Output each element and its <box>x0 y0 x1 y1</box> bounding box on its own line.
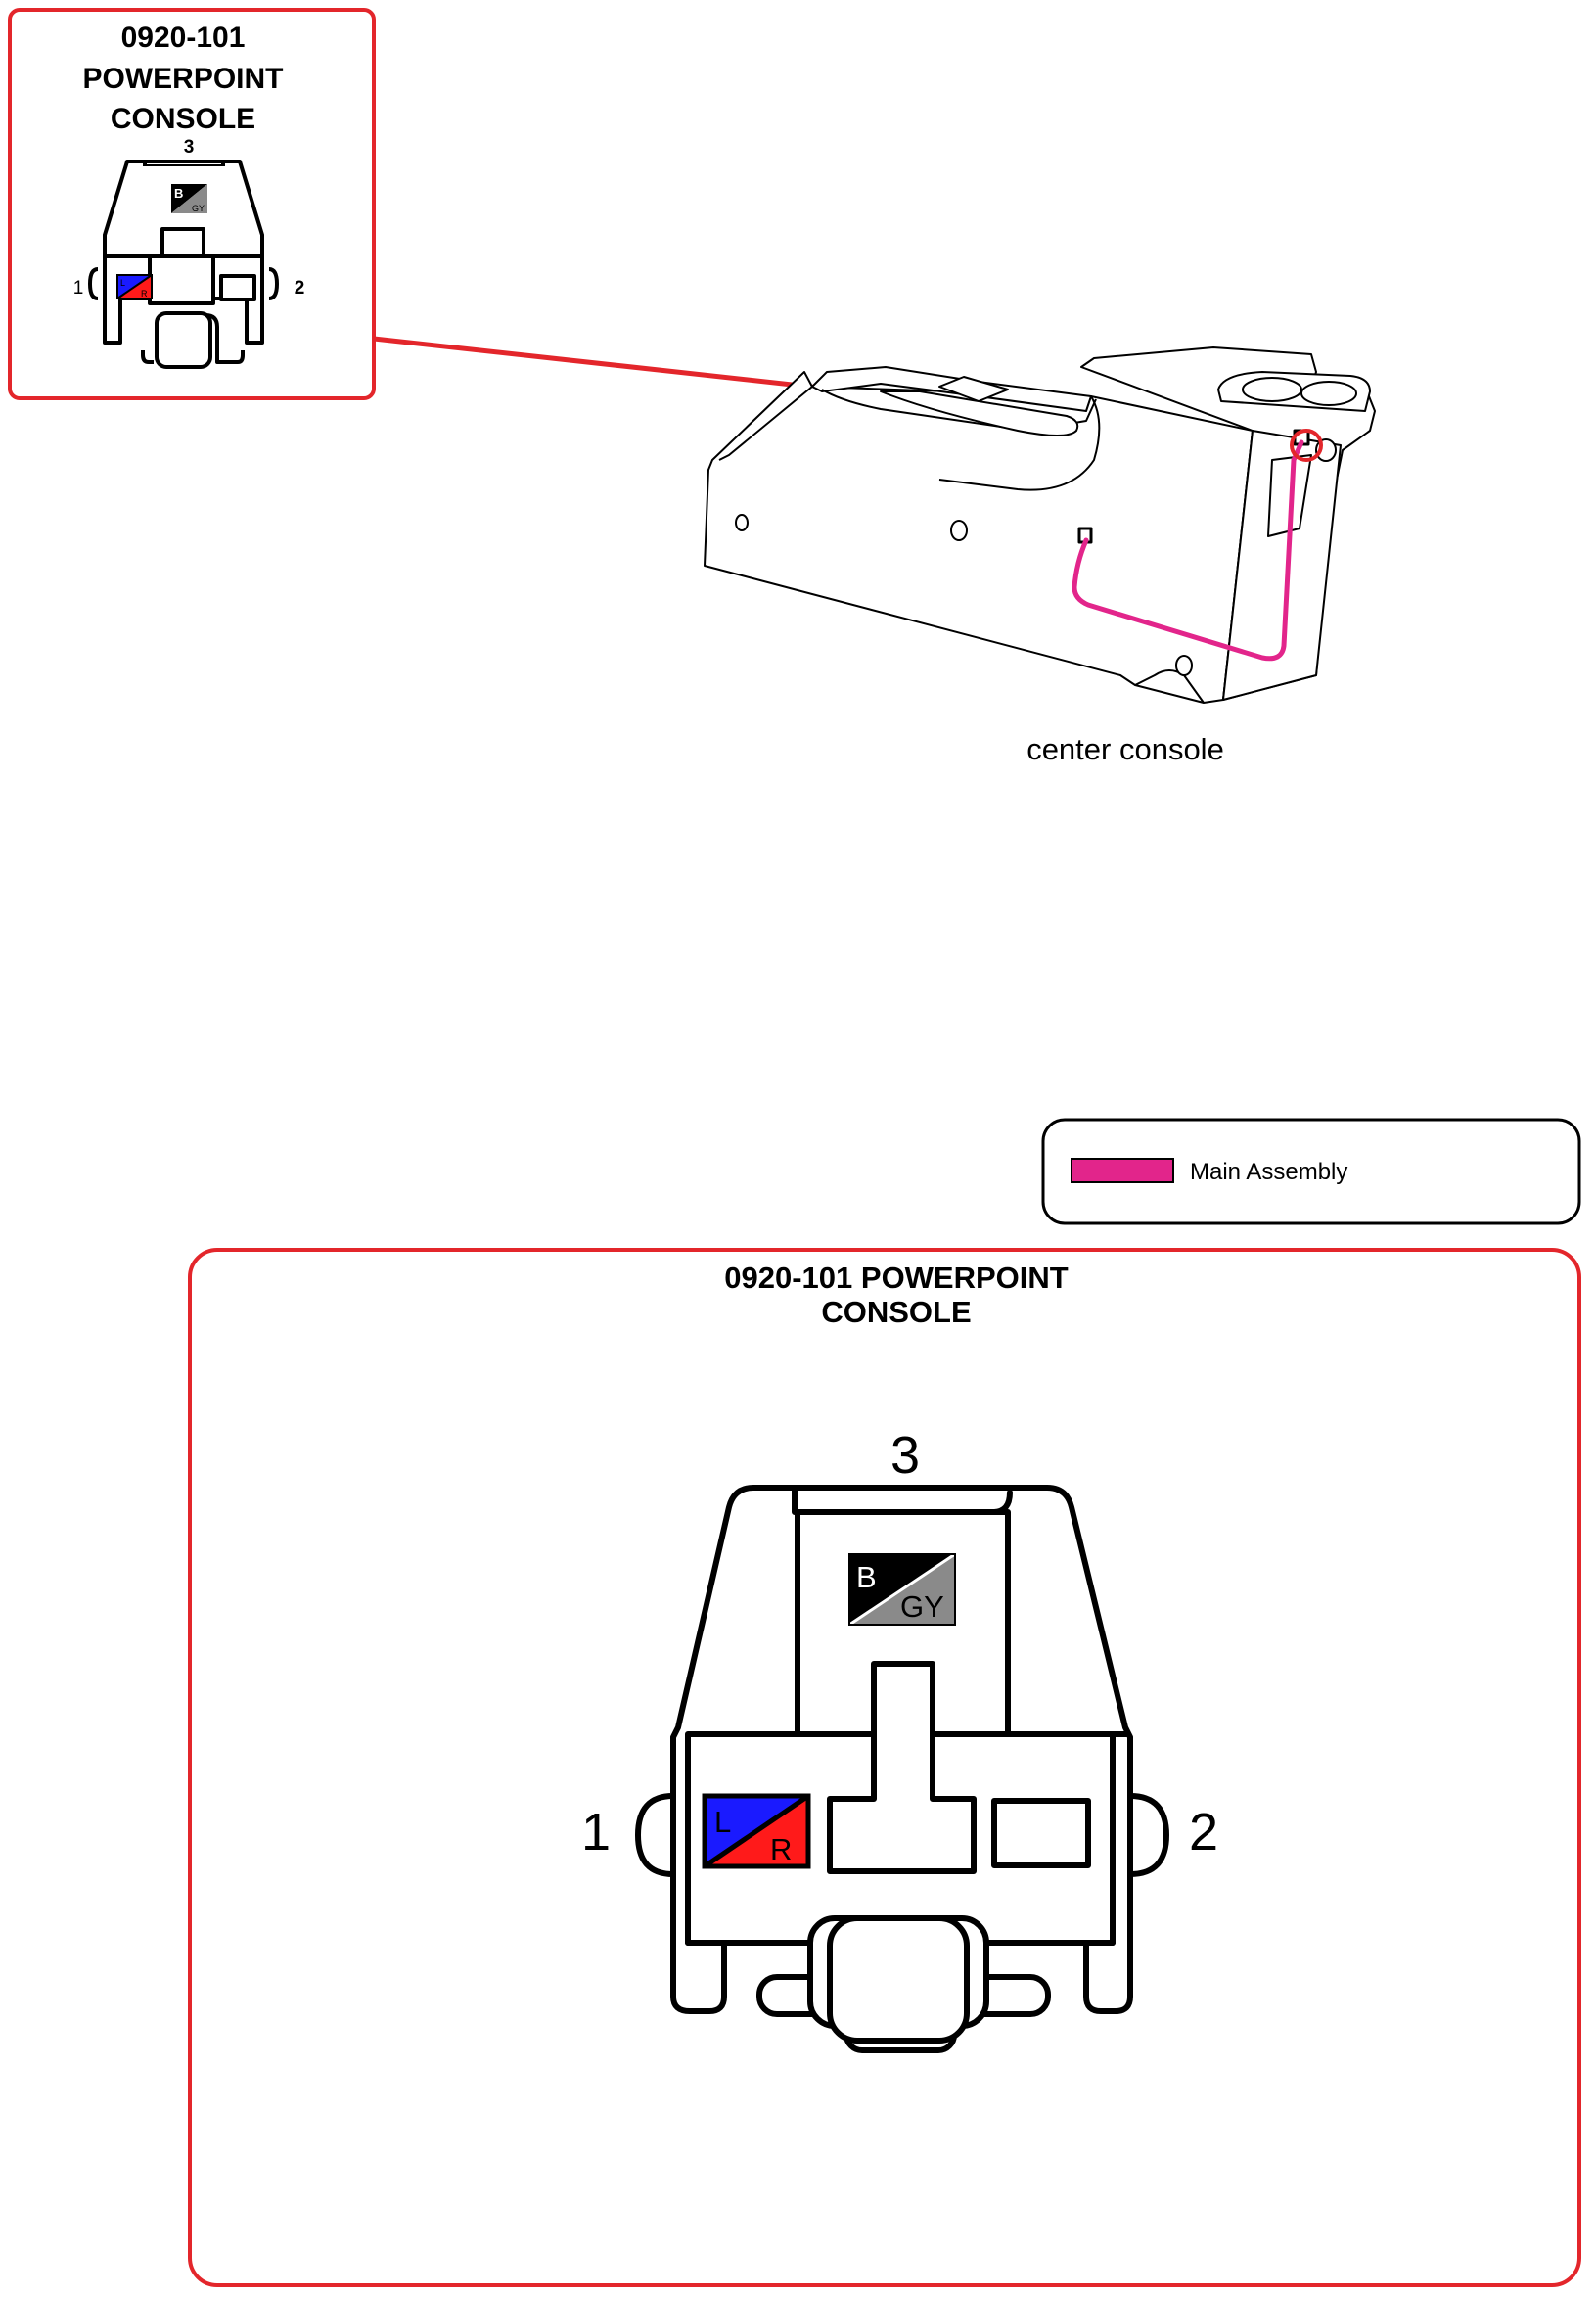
detail-connector-drawing <box>635 1485 1169 2053</box>
legend: Main Assembly <box>1041 1118 1581 1225</box>
inset-pin1-color-tag: L R <box>116 274 153 299</box>
legend-item-main-assembly: Main Assembly <box>1190 1159 1347 1185</box>
detail-pin3-color-tag: B GY <box>848 1552 956 1627</box>
connector-inset[interactable]: 0920-101 POWERPOINT CONSOLE B GY <box>8 8 376 400</box>
detail-pin-1-label: 1 <box>581 1803 611 1861</box>
inset-pin3-top-color: B <box>174 186 183 201</box>
inset-pin1-bottom-color: R <box>141 289 148 299</box>
detail-pin1-bottom-color: R <box>770 1832 792 1866</box>
main-assembly-harness[interactable] <box>1072 439 1304 662</box>
connector-location-marker[interactable] <box>1290 429 1323 462</box>
inset-pin1-top-color: L <box>120 278 125 288</box>
inset-connector-id: 0920-101 <box>121 22 246 54</box>
detail-pin-2-label: 2 <box>1189 1803 1218 1861</box>
inset-pin-1-label: 1 <box>73 278 84 299</box>
detail-pin3-top-color: B <box>856 1560 877 1594</box>
legend-frame <box>1041 1118 1581 1225</box>
detail-pin3-bottom-color: GY <box>900 1589 944 1624</box>
detail-title-line1: 0920-101 POWERPOINT <box>724 1261 1069 1295</box>
inset-name-line1: POWERPOINT <box>82 63 283 95</box>
legend-swatch-main-assembly <box>1071 1158 1174 1183</box>
inset-name-line2: CONSOLE <box>111 103 255 135</box>
inset-pin-3-label: 3 <box>184 137 195 158</box>
connector-detail[interactable]: 0920-101 POWERPOINT CONSOLE <box>188 1248 1581 2287</box>
center-console-label: center console <box>1026 732 1224 766</box>
detail-pin-3-label: 3 <box>890 1426 920 1485</box>
inset-pin-2-label: 2 <box>295 278 305 299</box>
detail-pin1-top-color: L <box>714 1805 731 1839</box>
detail-pin1-color-tag: L R <box>702 1793 811 1869</box>
detail-title-line2: CONSOLE <box>821 1295 971 1329</box>
inset-pin3-color-tag: B GY <box>171 184 207 213</box>
inset-pin3-bottom-color: GY <box>192 204 205 213</box>
center-console-illustration[interactable] <box>704 346 1376 704</box>
